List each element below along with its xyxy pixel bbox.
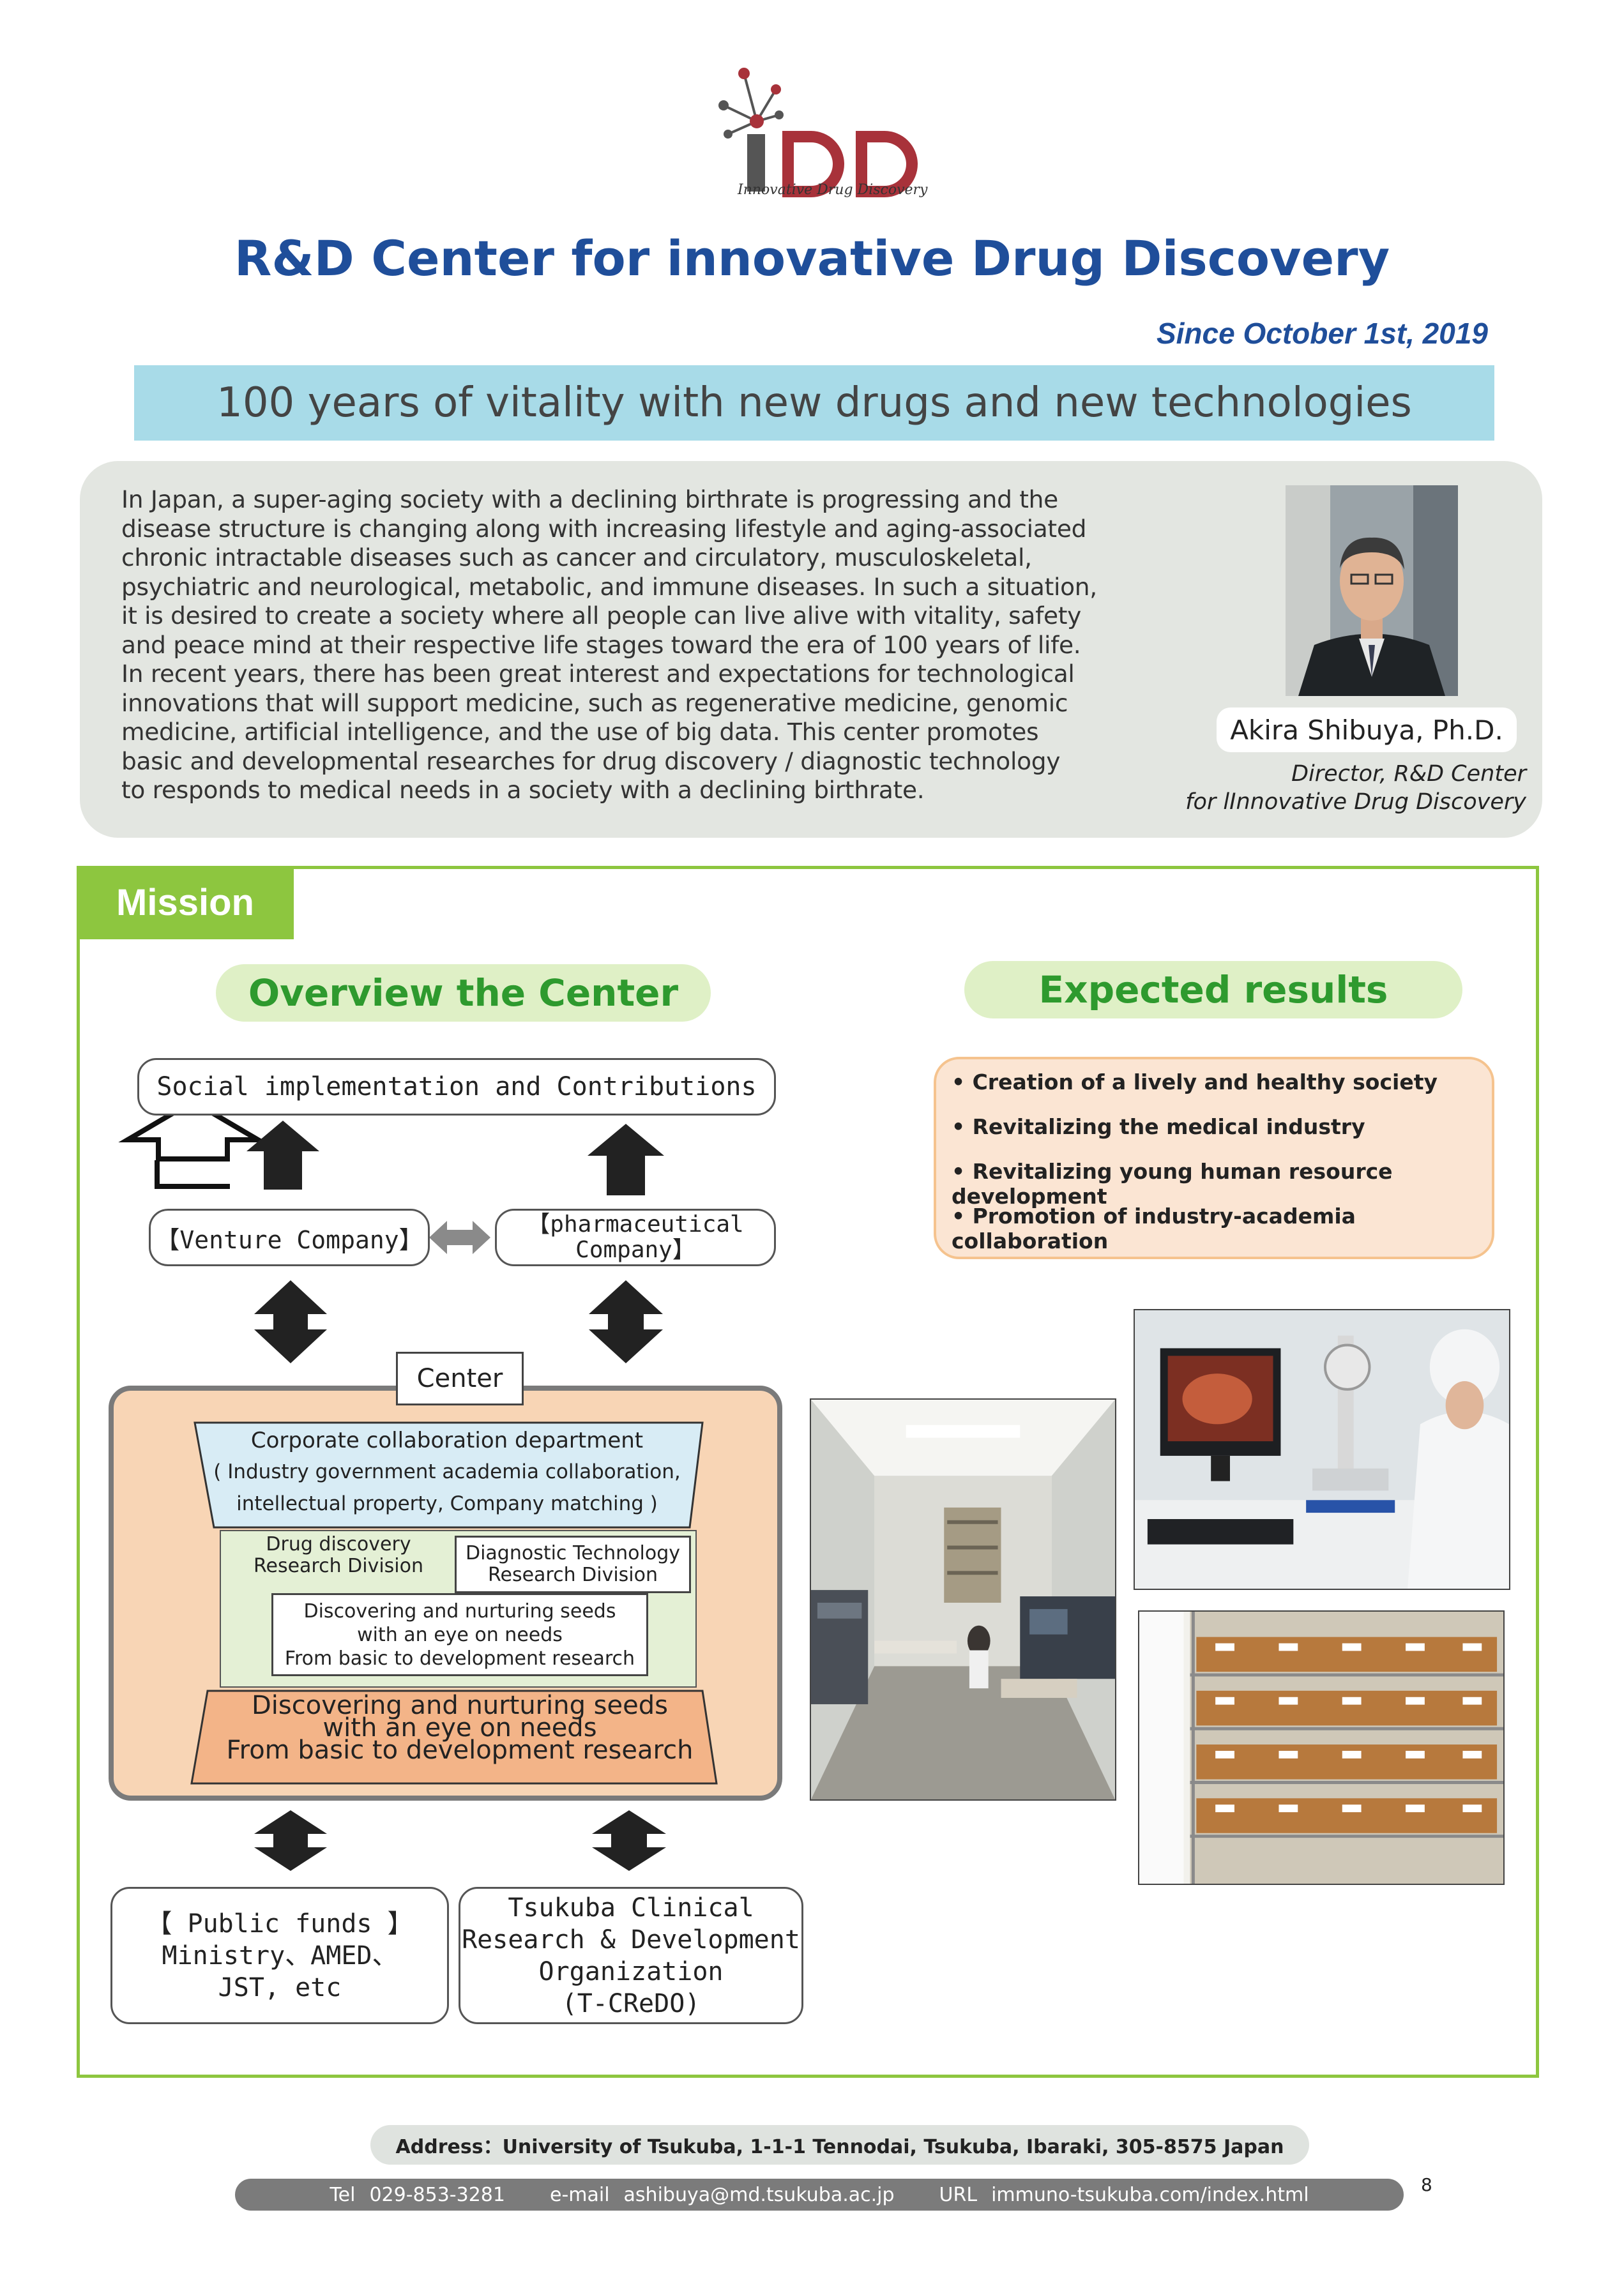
contact-bar: Tel 029-853-3281 e-mail ashibuya@md.tsuk… (235, 2179, 1404, 2211)
tcredo-line: (T-CReDO) (561, 1988, 701, 2018)
corp-dept-text: ( Industry (213, 1460, 309, 1483)
intro-line: medicine, artificial intelligence, and t… (121, 718, 1039, 746)
pharmaceutical-company-box: 【pharmaceutical Company】 (495, 1209, 776, 1266)
intro-line: In recent years, there has been great in… (121, 660, 1075, 688)
center-label: Center (396, 1352, 524, 1405)
diagnostic-technology-division: Diagnostic Technology Research Division (455, 1536, 691, 1593)
seed-line: with an eye on needs (357, 1623, 563, 1646)
microscope-photo (1134, 1309, 1510, 1590)
division-line: Research Division (487, 1564, 658, 1586)
url-label: URL (939, 2183, 978, 2206)
public-funds-line: 【 Public funds 】 (146, 1909, 413, 1939)
intro-line: disease structure is changing along with… (121, 514, 1087, 543)
result-item: • Revitalizing the medical industry (952, 1114, 1365, 1139)
url-link[interactable]: immuno-tsukuba.com/index.html (991, 2183, 1309, 2206)
corp-dept-line: intellectual property, Company matching … (185, 1492, 709, 1515)
mission-frame (77, 866, 1539, 2078)
email-link[interactable]: ashibuya@md.tsukuba.ac.jp (623, 2183, 895, 2206)
since-date: Since October 1st, 2019 (1156, 317, 1488, 350)
intro-line: it is desired to create a society where … (121, 602, 1082, 630)
division-line: Drug discovery (266, 1533, 411, 1555)
tagline-text: 100 years of vitality with new drugs and… (216, 379, 1412, 427)
division-line: Research Division (253, 1555, 423, 1577)
result-item: • Creation of a lively and healthy socie… (952, 1070, 1438, 1094)
url-group: URL immuno-tsukuba.com/index.html (939, 2184, 1309, 2206)
inner-seed-box: Discovering and nurturing seeds with an … (271, 1593, 648, 1676)
tcredo-line: Organization (538, 1956, 724, 1986)
intro-paragraph: In Japan, a super-aging society with a d… (121, 485, 1245, 805)
corp-dept-text: government academia collaboration, (315, 1460, 681, 1483)
public-funds-box: 【 Public funds 】 Ministry、AMED、 JST, etc (110, 1887, 449, 2024)
expected-results-heading: Expected results (964, 961, 1462, 1018)
address-bar: Address：University of Tsukuba, 1-1-1 Ten… (370, 2125, 1309, 2165)
result-item: • Revitalizing young human resource deve… (952, 1159, 1393, 1209)
intro-line: In Japan, a super-aging society with a d… (121, 485, 1058, 513)
social-implementation-box: Social implementation and Contributions (137, 1058, 776, 1116)
lab-room-photo (810, 1398, 1116, 1801)
page-title: R&D Center for innovative Drug Discovery (234, 230, 1390, 287)
corp-dept-line: ( Industry government academia collabora… (185, 1460, 709, 1483)
pharma-line: 【pharmaceutical (527, 1211, 744, 1237)
seed-line: From basic to development research (226, 1736, 694, 1765)
seed-line: Discovering and nurturing seeds (252, 1691, 668, 1720)
email-group: e-mail ashibuya@md.tsukuba.ac.jp (550, 2184, 895, 2206)
seed-line: Discovering and nurturing seeds (303, 1600, 616, 1623)
intro-line: and peace mind at their respective life … (121, 630, 1081, 659)
director-title: Director, R&D Center for lInnovative Dru… (1150, 760, 1526, 816)
public-funds-line: JST, etc (218, 1972, 342, 2002)
intro-line: psychiatric and neurological, metabolic,… (121, 572, 1097, 601)
director-title-line: for lInnovative Drug Discovery (1185, 789, 1526, 815)
corp-dept-text: intellectual property, (236, 1492, 444, 1515)
molecule-logo-icon (718, 68, 918, 197)
intro-line: innovations that will support medicine, … (121, 688, 1068, 717)
tel-number: 029-853-3281 (369, 2183, 505, 2206)
outer-seed-text: Discovering and nurturing seeds with an … (192, 1691, 728, 1765)
tcredo-box: Tsukuba Clinical Research & Development … (459, 1887, 803, 2024)
director-portrait (1286, 485, 1458, 696)
overview-heading: Overview the Center (216, 964, 711, 1022)
expected-results-box (934, 1057, 1494, 1259)
result-item: • Promotion of industry-academia collabo… (952, 1204, 1356, 1253)
tcredo-line: Research & Development (462, 1925, 800, 1955)
drug-discovery-division: Drug discovery Research Division (227, 1534, 450, 1591)
logo-tagline: Innovative Drug Discovery (738, 182, 928, 198)
director-name: Akira Shibuya, Ph.D. (1217, 707, 1517, 752)
tcredo-line: Tsukuba Clinical (508, 1893, 754, 1923)
seed-line: with an eye on needs (323, 1713, 597, 1743)
idd-logo (712, 61, 942, 208)
intro-line: chronic intractable diseases such as can… (121, 543, 1032, 571)
email-label: e-mail (549, 2183, 610, 2206)
mission-tab: Mission (77, 866, 294, 939)
corp-dept-text: Company matching ) (450, 1492, 658, 1515)
director-title-line: Director, R&D Center (1291, 761, 1526, 787)
tel-label: Tel (330, 2183, 356, 2206)
intro-line: basic and developmental researches for d… (121, 746, 1061, 775)
tel-group: Tel 029-853-3281 (330, 2184, 505, 2206)
corp-dept-title: Corporate collaboration department (250, 1428, 644, 1453)
division-line: Diagnostic Technology (465, 1542, 681, 1564)
intro-line: to responds to medical needs in a societ… (121, 776, 925, 804)
pharma-line: Company】 (575, 1237, 695, 1263)
fish-racks-photo (1138, 1610, 1505, 1885)
public-funds-line: Ministry、AMED、 (162, 1941, 398, 1971)
seed-line: From basic to development research (284, 1647, 635, 1670)
tagline-banner: 100 years of vitality with new drugs and… (134, 365, 1494, 441)
venture-company-box: 【Venture Company】 (149, 1209, 430, 1266)
page-number: 8 (1421, 2174, 1432, 2195)
